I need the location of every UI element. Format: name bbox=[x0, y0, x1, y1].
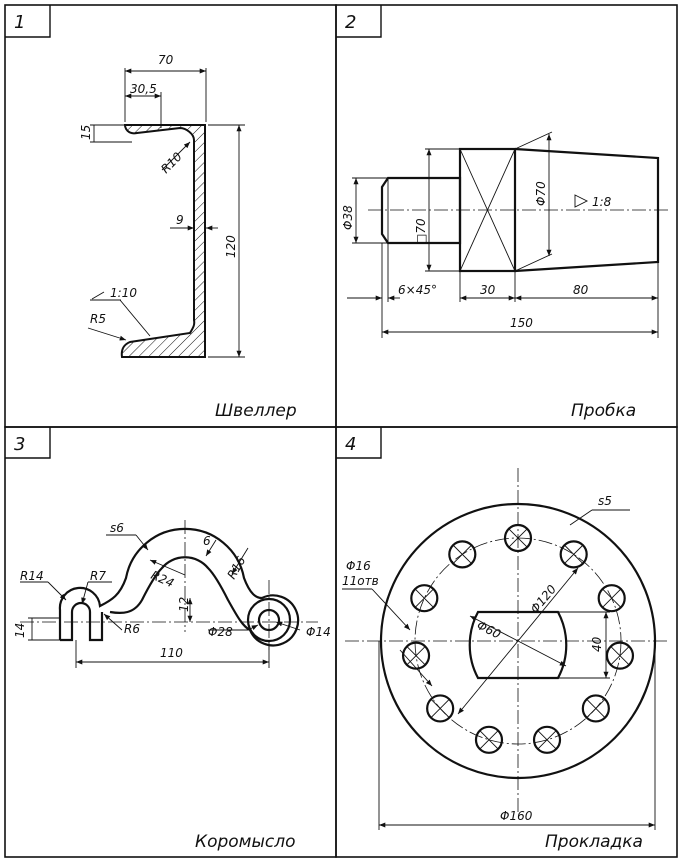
channel-section bbox=[120, 124, 206, 358]
bolt-hole bbox=[532, 725, 562, 754]
dim-fillet: R10 bbox=[158, 149, 185, 176]
dim-boss-dia: Φ28 bbox=[208, 625, 233, 639]
bolt-hole bbox=[448, 540, 477, 569]
bolt-hole-mark bbox=[537, 730, 557, 750]
dim-height: 120 bbox=[224, 235, 238, 258]
dim-slot-dia: Φ60 bbox=[475, 618, 504, 642]
panel-2-number: 2 bbox=[345, 12, 356, 33]
dim-length: 110 bbox=[160, 646, 183, 660]
dim-hole-dia: Φ14 bbox=[306, 625, 331, 639]
dim-height: 14 bbox=[13, 623, 27, 638]
dim-hole-count: 11отв bbox=[342, 574, 379, 588]
bolt-hole-mark bbox=[602, 588, 622, 608]
bolt-hole bbox=[503, 523, 533, 553]
dim-shank-dia: Φ38 bbox=[341, 205, 355, 230]
bolt-hole bbox=[581, 694, 610, 723]
dim-wall: 6 bbox=[203, 534, 211, 548]
bolt-hole bbox=[410, 584, 439, 613]
panel-4-title: Прокладка bbox=[545, 832, 643, 852]
dim-corner-radius: R5 bbox=[90, 312, 106, 326]
bolt-hole-mark bbox=[508, 528, 528, 548]
dim-rise: 12 bbox=[177, 597, 191, 612]
dim-square: □70 bbox=[414, 218, 428, 245]
bolt-hole-mark bbox=[586, 699, 606, 718]
bolt-hole bbox=[426, 694, 455, 723]
dim-total-len: 150 bbox=[510, 316, 533, 330]
dim-flange-thickness: 15 bbox=[79, 125, 93, 140]
dim-chamfer: 6×45° bbox=[398, 283, 437, 297]
panel-3-title: Коромысло bbox=[195, 832, 296, 852]
panel-2-title: Пробка bbox=[571, 401, 636, 421]
dim-flange-offset: 30,5 bbox=[130, 82, 157, 96]
dim-r-big: R24 bbox=[149, 568, 176, 590]
bolt-hole bbox=[597, 584, 626, 613]
dim-thickness: s5 bbox=[598, 494, 612, 508]
dim-square-len: 30 bbox=[480, 283, 496, 297]
panel-frames bbox=[4, 4, 678, 858]
dim-body-dia: Φ70 bbox=[534, 181, 548, 206]
dim-hole-dia: Φ16 bbox=[346, 559, 371, 573]
panel-1-number: 1 bbox=[14, 12, 25, 33]
dim-pcd: Φ120 bbox=[528, 582, 560, 616]
dim-r-left: R14 bbox=[20, 569, 44, 583]
bolt-hole-mark bbox=[414, 588, 434, 608]
bolt-hole-mark bbox=[564, 544, 584, 564]
rocker-drawing: 110 14 R14 R7 R6 s6 R24 6 R16 12 Φ28 Φ14 bbox=[13, 520, 331, 668]
bolt-hole-mark bbox=[479, 730, 499, 750]
bolt-hole bbox=[559, 540, 588, 569]
bolt-holes bbox=[401, 523, 635, 754]
bolt-hole-mark bbox=[430, 699, 450, 718]
dim-taper: 1:8 bbox=[592, 195, 612, 209]
dim-thickness: s6 bbox=[110, 521, 124, 535]
bolt-hole-mark bbox=[452, 544, 472, 564]
dim-outer-dia: Φ160 bbox=[500, 809, 533, 823]
bolt-hole-mark bbox=[610, 646, 630, 666]
dim-r-small: R6 bbox=[124, 622, 140, 636]
dim-slot-width: 40 bbox=[590, 636, 604, 652]
dim-taper-len: 80 bbox=[573, 283, 589, 297]
dim-width: 70 bbox=[158, 53, 174, 67]
panel-4-number: 4 bbox=[345, 434, 356, 455]
panel-3-number: 3 bbox=[14, 434, 25, 455]
dim-r-inner: R7 bbox=[90, 569, 106, 583]
dim-slope: 1:10 bbox=[110, 286, 137, 300]
bolt-hole bbox=[474, 725, 504, 754]
panel-1-title: Швеллер bbox=[215, 401, 297, 421]
dim-web: 9 bbox=[176, 213, 184, 227]
gasket-drawing: Φ160 Φ120 Φ60 40 s5 Φ16 11отв bbox=[342, 468, 668, 830]
plug-drawing: Φ38 □70 Φ70 1:8 6×45° 30 80 150 bbox=[341, 131, 668, 338]
channel-drawing: 70 30,5 15 R10 9 120 1:10 R5 bbox=[79, 53, 245, 358]
